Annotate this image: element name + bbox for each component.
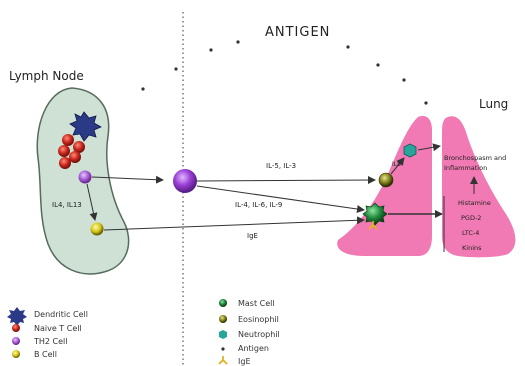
naive-t-cell — [69, 151, 81, 163]
legend-naive-t-label: Naive T Cell — [34, 324, 82, 333]
legend-mast-icon — [219, 299, 227, 307]
legend-left: Dendritic Cell Naive T Cell TH2 Cell B C… — [7, 307, 88, 359]
antigen-dot — [376, 63, 379, 66]
legend-dendritic-label: Dendritic Cell — [34, 310, 88, 319]
legend-eosinophil-icon — [219, 315, 227, 323]
legend-antigen-label: Antigen — [238, 344, 269, 353]
legend-mast-label: Mast Cell — [238, 299, 275, 308]
antigen-dot — [346, 45, 349, 48]
legend-naive-t-icon — [12, 324, 20, 332]
il4-il13-label: IL4, IL13 — [52, 201, 82, 209]
legend-th2-label: TH2 Cell — [33, 337, 68, 346]
antigen-dot — [424, 101, 427, 104]
b-cell — [91, 223, 104, 236]
lung-label: Lung — [479, 97, 508, 111]
antigen-title: ANTIGEN — [265, 25, 330, 40]
neutrophil — [404, 144, 416, 157]
th2-cell-center — [173, 169, 197, 193]
mediator-pgd2: PGD-2 — [461, 214, 481, 222]
mediator-kinins: Kinins — [462, 244, 482, 252]
legend-neutrophil-label: Neutrophil — [238, 330, 280, 339]
il5-il3-arrow — [197, 180, 375, 181]
legend-neutrophil-icon — [219, 330, 227, 339]
legend-ige-label: IgE — [238, 357, 251, 366]
naive-t-cell — [62, 134, 74, 146]
antigen-dot — [402, 78, 405, 81]
mediator-ltc4: LTC-4 — [462, 229, 479, 237]
antigen-dot — [209, 48, 212, 51]
legend-right: Mast Cell Eosinophil Neutrophil Antigen … — [219, 299, 280, 366]
legend-b-cell-label: B Cell — [34, 350, 57, 359]
antigen-dots — [141, 40, 427, 104]
il8-label: IL8 — [392, 161, 401, 168]
mast-cell — [363, 203, 387, 225]
legend-b-cell-icon — [12, 350, 20, 358]
il4-il6-il9-label: IL-4, IL-6, IL-9 — [235, 201, 282, 209]
naive-t-cell — [58, 145, 70, 157]
eosinophil — [379, 173, 393, 187]
naive-t-cell — [59, 157, 71, 169]
ige-arrow — [104, 220, 364, 230]
antigen-dot — [174, 67, 177, 70]
th2-cell — [79, 171, 92, 184]
bronchospasm-line1: Bronchospasm and — [444, 154, 506, 162]
legend-ige-icon — [219, 356, 227, 364]
ige-label: IgE — [247, 232, 258, 240]
bronchospasm-line2: Inflammation — [444, 164, 487, 172]
legend-antigen-icon — [221, 347, 224, 350]
antigen-dot — [236, 40, 239, 43]
legend-eosinophil-label: Eosinophil — [238, 315, 279, 324]
mediator-histamine: Histamine — [458, 199, 491, 207]
il5-il3-label: IL-5, IL-3 — [266, 162, 296, 170]
lymph-node-label: Lymph Node — [9, 69, 84, 83]
antigen-dot — [141, 87, 144, 90]
legend-dendritic-icon — [7, 307, 27, 326]
legend-th2-icon — [12, 337, 20, 345]
